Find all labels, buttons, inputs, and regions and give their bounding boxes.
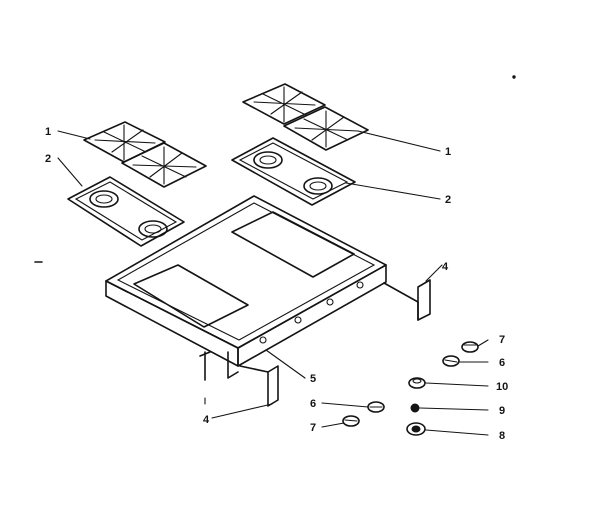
label-bracket-left: 4 <box>203 414 210 426</box>
label-burner-cover-left: 2 <box>45 153 51 165</box>
side-bracket-left <box>239 365 279 407</box>
label-nut: 9 <box>499 405 505 417</box>
label-bezel: 8 <box>499 430 505 442</box>
label-knob-top: 7 <box>499 334 505 346</box>
label-screw-side: 6 <box>310 398 316 410</box>
grate-left <box>83 121 207 188</box>
stray-dot <box>512 75 516 79</box>
top-frame <box>105 195 387 379</box>
label-spacer: 10 <box>496 381 508 393</box>
label-burner-cover-right: 2 <box>445 194 451 206</box>
label-bracket-right: 4 <box>442 261 449 273</box>
burner-cover-right <box>231 137 356 206</box>
label-screw-top: 6 <box>499 357 505 369</box>
burner-cover-left <box>67 176 185 247</box>
label-frame: 5 <box>310 373 316 385</box>
leader-lines <box>57 130 489 436</box>
label-grate-right: 1 <box>445 146 451 158</box>
part-labels: 1 2 1 2 4 5 4 6 7 7 6 10 9 8 <box>45 126 508 442</box>
side-bracket-right <box>383 279 431 321</box>
label-knob-side: 7 <box>310 422 316 434</box>
grate-right <box>242 83 369 151</box>
mounting-screw <box>199 351 211 405</box>
label-grate-left: 1 <box>45 126 51 138</box>
hardware-parts <box>342 341 479 436</box>
